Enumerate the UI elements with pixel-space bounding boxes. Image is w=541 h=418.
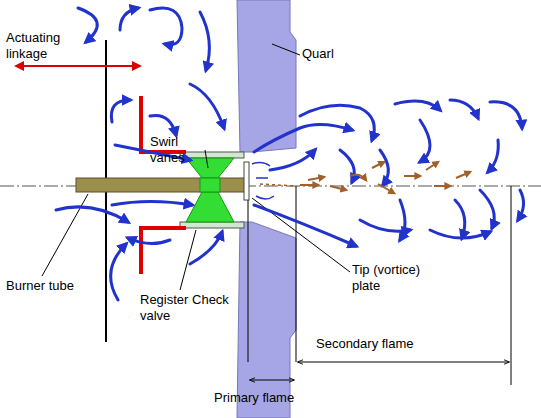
part-label: Actuating linkage	[6, 30, 76, 62]
part-label: Register Check valve	[140, 292, 230, 324]
part-label: Tip (vortice) plate	[352, 262, 432, 294]
part-label: Swirl vanes	[150, 134, 202, 166]
dimension-label: Secondary flame	[316, 336, 436, 352]
dimension-label: Primary flame	[214, 390, 314, 406]
part-label: Quarl	[302, 46, 362, 62]
part-label: Burner tube	[6, 278, 96, 294]
